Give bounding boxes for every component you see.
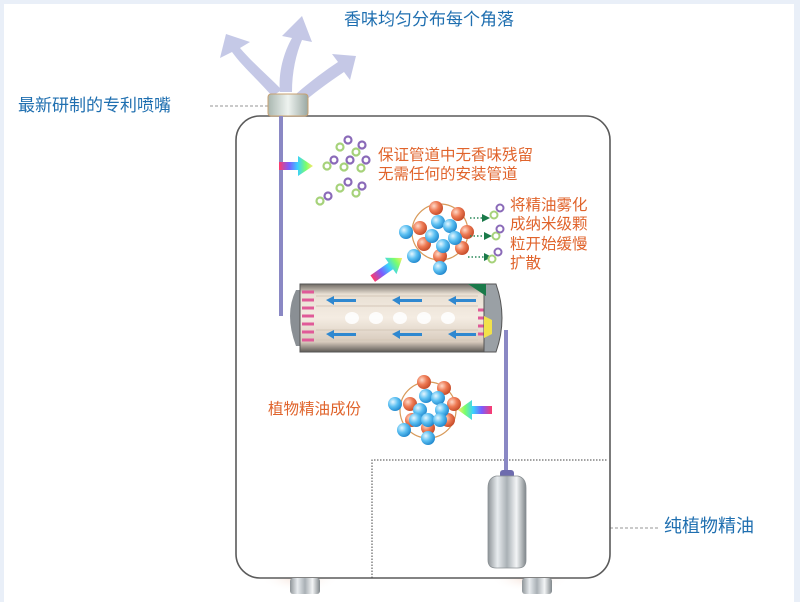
pipe — [279, 116, 508, 470]
foot-right — [522, 578, 552, 594]
molecule-cluster-component-icon — [388, 375, 461, 445]
atomize-note-line-3: 粒开始缓慢 — [510, 234, 588, 253]
title-top-label: 香味均匀分布每个角落 — [344, 10, 514, 30]
bottle-label: 纯植物精油 — [664, 516, 754, 537]
atomizer-cylinder-icon — [290, 283, 503, 353]
essential-oil-bottle-icon — [487, 470, 527, 569]
nozzle-icon — [267, 93, 309, 117]
atomize-note-line-1: 将精油雾化 — [510, 196, 588, 214]
foot-left — [290, 578, 320, 594]
atomize-note: 将精油雾化 成纳米级颗 粒开始缓慢 扩散 — [510, 196, 588, 274]
component-label: 植物精油成份 — [268, 400, 362, 418]
mist-arrows-icon — [220, 16, 356, 100]
pipe-note-line-2: 无需任何的安装管道 — [378, 165, 518, 184]
nozzle-label: 最新研制的专利喷嘴 — [18, 96, 171, 116]
dispersion-arrows-icon — [468, 203, 505, 264]
rainbow-arrow-icon — [279, 156, 492, 420]
dotted-compartment — [371, 459, 608, 578]
atomize-note-line-2: 成纳米级颗 — [510, 215, 588, 234]
pipe-note: 保证管道中无香味残留 无需任何的安装管道 — [378, 146, 533, 185]
molecule-cluster-atomized-icon — [399, 201, 474, 275]
pipe-note-line-1: 保证管道中无香味残留 — [378, 146, 534, 164]
scent-particles-icon — [315, 135, 371, 206]
atomize-note-line-4: 扩散 — [510, 254, 542, 273]
